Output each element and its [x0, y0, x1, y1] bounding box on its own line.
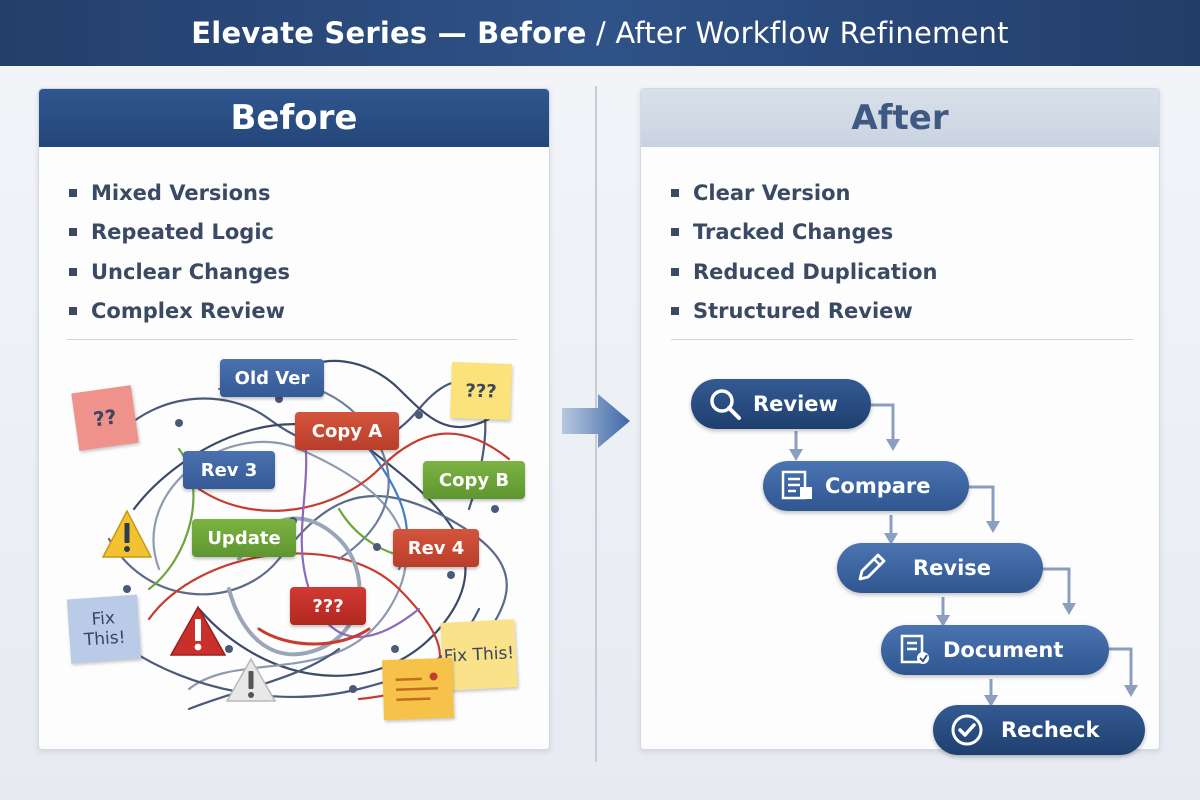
tag-copy-a: Copy A: [295, 412, 399, 450]
warning-red-icon: [169, 605, 227, 656]
step-label: Revise: [913, 556, 992, 580]
after-bullet: Tracked Changes: [671, 213, 937, 253]
step-label: Document: [943, 638, 1064, 662]
note-lines-icon: [395, 672, 439, 702]
after-bullet-list: Clear Version Tracked Changes Reduced Du…: [671, 173, 937, 331]
after-bullet: Clear Version: [671, 173, 937, 213]
bullet-square-icon: [671, 307, 679, 316]
before-divider: [67, 339, 517, 340]
sticky-note-pink: ??: [71, 385, 139, 451]
step-document: Document: [881, 625, 1109, 675]
compare-document-icon: [779, 468, 815, 504]
right-arrow-icon: [562, 394, 630, 448]
before-bullet: Repeated Logic: [69, 213, 290, 253]
bullet-square-icon: [671, 188, 679, 197]
before-header: Before: [39, 89, 549, 147]
before-bullet: Complex Review: [69, 292, 290, 332]
after-bullet: Structured Review: [671, 292, 937, 332]
pencil-icon: [853, 550, 889, 586]
search-icon: [707, 386, 743, 422]
before-panel: Before Mixed Versions Repeated Logic Unc…: [38, 88, 550, 750]
bullet-square-icon: [69, 267, 77, 276]
before-bullet: Mixed Versions: [69, 173, 290, 213]
before-bullet: Unclear Changes: [69, 252, 290, 292]
tag-rev-3: Rev 3: [183, 451, 275, 489]
tag-copy-b: Copy B: [423, 461, 525, 499]
after-header: After: [641, 89, 1159, 147]
before-bullet-list: Mixed Versions Repeated Logic Unclear Ch…: [69, 173, 290, 331]
step-recheck: Recheck: [933, 705, 1145, 755]
tag-update: Update: [192, 519, 296, 557]
step-label: Recheck: [1001, 718, 1100, 742]
step-label: Compare: [825, 474, 931, 498]
tangled-workflow-diagram: Old Ver Copy A Rev 3 Copy B Update Rev 4…: [39, 89, 549, 749]
bullet-square-icon: [69, 188, 77, 197]
warning-yellow-icon: [101, 509, 153, 558]
structured-workflow-diagram: Review Compare Revise Document Recheck: [641, 89, 1159, 755]
tag-rev-4: Rev 4: [393, 529, 479, 567]
step-label: Review: [753, 392, 838, 416]
tag-old-ver: Old Ver: [220, 359, 324, 397]
warning-grey-icon: [225, 657, 277, 702]
bullet-square-icon: [69, 307, 77, 316]
sticky-note-yellow: ???: [450, 361, 512, 421]
check-circle-icon: [949, 712, 985, 748]
title-bar: Elevate Series — Before / After Workflow…: [0, 0, 1200, 66]
title-light: / After Workflow Refinement: [586, 16, 1009, 50]
document-edit-icon: [897, 632, 933, 668]
bullet-square-icon: [671, 228, 679, 237]
after-panel: After Clear Version Tracked Changes Redu…: [640, 88, 1160, 755]
bullet-square-icon: [69, 228, 77, 237]
title-bold: Elevate Series — Before: [191, 16, 587, 50]
after-divider: [671, 339, 1133, 340]
tag-unknown: ???: [290, 587, 366, 625]
flow-connectors: [789, 403, 1138, 707]
sticky-note-fix-left: Fix This!: [66, 594, 142, 664]
step-revise: Revise: [837, 543, 1043, 593]
sticky-note-orange: [381, 657, 455, 721]
bullet-square-icon: [671, 267, 679, 276]
step-compare: Compare: [763, 461, 969, 511]
step-review: Review: [691, 379, 871, 429]
after-bullet: Reduced Duplication: [671, 252, 937, 292]
